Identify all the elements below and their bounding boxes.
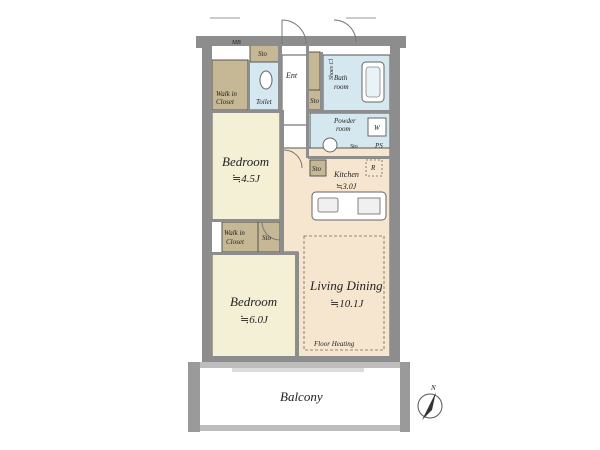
fridge-label: R — [370, 164, 376, 172]
doors — [261, 19, 357, 241]
fridge-icon — [365, 159, 383, 177]
sto-kitchen-label: Sto — [312, 165, 321, 173]
entrance-floor — [281, 54, 309, 126]
powder-room-label-1: Powder — [333, 117, 356, 125]
cooktop-icon — [357, 197, 381, 215]
sto-powder-label: Sto — [350, 144, 358, 150]
walk-in-top-label-1: Walk in — [216, 90, 237, 98]
sink-icon — [322, 137, 338, 153]
bedroom-2-floor — [211, 253, 297, 359]
bedroom-1-name: Bedroom — [222, 154, 269, 169]
bedroom-2-name: Bedroom — [230, 294, 277, 309]
floor-heating-label: Floor Heating — [313, 340, 355, 348]
kitchen-area: ≒3.0J — [336, 182, 357, 191]
washer-icon — [367, 117, 387, 137]
walk-in-top-label-2: Closet — [216, 98, 235, 106]
compass-north-label: N — [430, 384, 436, 392]
kitchen-name: Kitchen — [333, 170, 359, 179]
ps-label: PS — [374, 142, 383, 150]
shoes-closet-floor — [307, 51, 321, 91]
bedroom-2-area: ≒6.0J — [240, 314, 269, 326]
washer-label: W — [374, 124, 381, 132]
kitchen-sink-icon — [317, 197, 339, 213]
balcony-structure — [188, 362, 410, 432]
sto-mid-label: Sto — [262, 234, 271, 242]
bathtub-inner — [365, 66, 381, 98]
walls — [196, 36, 406, 368]
sto-top-label: Sto — [258, 50, 267, 58]
north-compass-icon: N — [417, 384, 443, 420]
living-dining-name: Living Dining — [309, 278, 383, 293]
mb-label: MB — [231, 40, 241, 46]
walk-in-mid-label-1: Walk in — [224, 229, 245, 237]
floor-heating-zone — [303, 235, 385, 351]
bathroom-label-1: Bath — [334, 74, 348, 82]
walk-in-closet-mid-floor — [221, 221, 259, 253]
toilet-icon — [259, 70, 273, 90]
balcony-label: Balcony — [280, 389, 323, 404]
bathroom-label-2: room — [334, 83, 349, 91]
shoes-cl-label: Shoes Cl — [329, 59, 335, 81]
walk-in-mid-label-2: Closet — [226, 238, 245, 246]
sto-hall-label: Sto — [310, 97, 319, 105]
living-dining-area: ≒10.1J — [330, 298, 364, 310]
sto-kitchen-floor — [309, 159, 327, 177]
bedroom-1-floor — [211, 111, 281, 221]
toilet-label: Toilet — [256, 98, 273, 106]
bedroom-1-area: ≒4.5J — [232, 173, 261, 185]
powder-room-label-2: room — [336, 125, 351, 133]
entrance-label: Ent — [285, 71, 298, 80]
